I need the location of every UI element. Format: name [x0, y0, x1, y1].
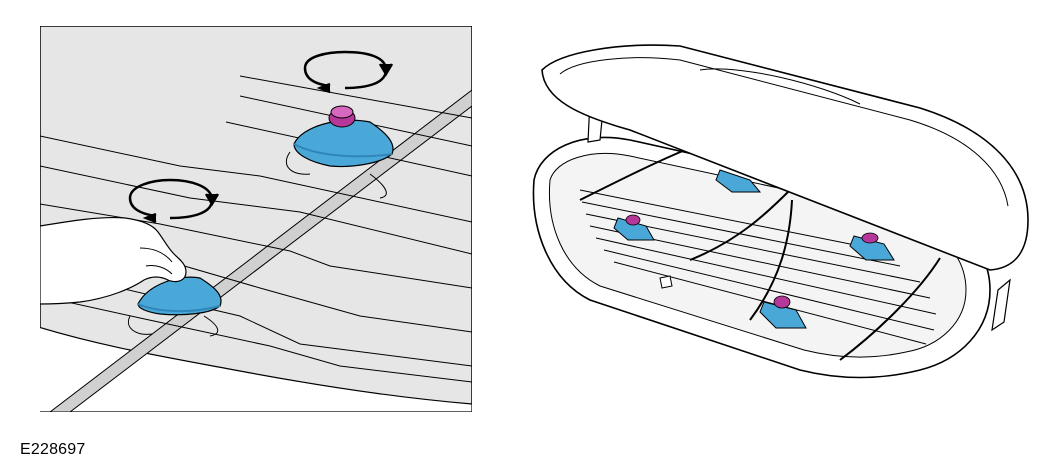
straps: [579, 147, 941, 361]
clamp-knob: [625, 214, 641, 226]
rotate-arrows-icon: [128, 178, 220, 224]
roof-box-illustration: [532, 44, 1029, 379]
lock-key: [659, 275, 673, 289]
clamp-4[interactable]: [759, 295, 807, 329]
box-floor-edge: [40, 326, 472, 412]
clamp-2[interactable]: [613, 214, 655, 241]
clamp-knob: [861, 232, 879, 244]
clamp-1[interactable]: [715, 169, 762, 193]
clamp-top[interactable]: [285, 105, 394, 199]
roof-box-panel: [520, 30, 1040, 410]
figure-code: E228697: [20, 441, 86, 458]
detail-panel: [40, 26, 472, 412]
lid-contour: [559, 57, 1009, 207]
clamp-knob: [773, 295, 791, 309]
detail-illustration: [40, 26, 472, 412]
hand-icon: [40, 216, 187, 305]
rotate-arrows-icon: [303, 50, 394, 94]
roof-bar: [49, 89, 472, 412]
latch-handle: [991, 278, 1011, 332]
clamp-3[interactable]: [849, 232, 895, 261]
box-lid: [541, 44, 1029, 271]
